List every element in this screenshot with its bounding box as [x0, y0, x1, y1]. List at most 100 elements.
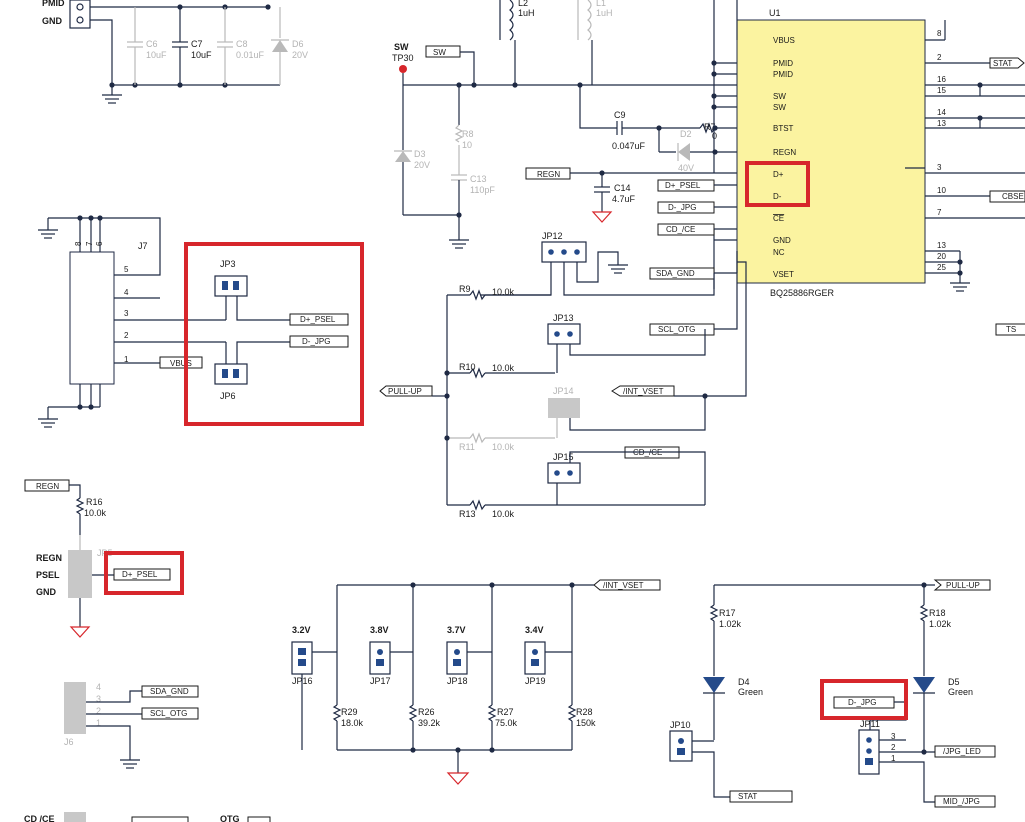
- bottom-edge: CD /CE OTG: [24, 812, 271, 822]
- jp13-label: JP13: [553, 313, 574, 323]
- jp3-label: JP3: [220, 259, 236, 269]
- r29-value: 18.0k: [341, 718, 364, 728]
- jp17-label: JP17: [370, 676, 391, 686]
- l2-ref: L2: [518, 0, 528, 8]
- pull-up-net-led: PULL-UP: [946, 581, 980, 590]
- j6-ref: J6: [64, 737, 74, 747]
- psel-regn-label: REGN: [36, 553, 62, 563]
- c8-value: 0.01uF: [236, 50, 265, 60]
- pull-up-net-left: PULL-UP: [388, 387, 422, 396]
- r8-value: 10: [462, 140, 472, 150]
- highlight-dm-jpg-led: [820, 679, 908, 720]
- cd-ce-net-chip: CD_/CE: [666, 225, 695, 234]
- chip-pin-number-2: 16: [937, 75, 946, 84]
- r17-value: 1.02k: [719, 619, 742, 629]
- c9-ref: C9: [614, 110, 626, 120]
- jp13-jumper[interactable]: [547, 323, 581, 345]
- chip-pin-number-4: 14: [937, 108, 946, 117]
- chip-u1: U1 BQ25886RGER VBUSPMIDPMIDSWSWBTSTREGND…: [711, 0, 1025, 336]
- tp30-label: TP30: [392, 53, 414, 63]
- psel-block: REGN R16 10.0k REGN PSEL GND JP5 D+_PSEL: [24, 479, 171, 638]
- l2-value: 1uH: [518, 8, 535, 18]
- jp16-jumper[interactable]: [291, 641, 313, 675]
- r18-ref: R18: [929, 608, 946, 618]
- c8-ref: C8: [236, 39, 248, 49]
- d3-value: 20V: [414, 160, 430, 170]
- jp17-jumper[interactable]: [369, 641, 391, 675]
- bottom-otg-label: OTG: [220, 814, 240, 822]
- pullup-matrix: R9 10.0k R10 10.0k R11 10.0k R13 10.0k P…: [379, 284, 706, 519]
- j7-pin-6: 6: [95, 241, 104, 246]
- highlight-jp3-jp6: [184, 242, 364, 426]
- vset-label-4: 3.4V: [525, 625, 544, 635]
- regn-net-label: REGN: [537, 170, 560, 179]
- jp11-label: JP11: [860, 719, 880, 729]
- jp10-label: JP10: [670, 720, 691, 730]
- dm-jpg-net-jp6: D-_JPG: [302, 337, 330, 346]
- r29-ref: R29: [341, 707, 358, 717]
- j7-pin-7: 7: [85, 241, 94, 246]
- chip-pin-number-8: 7: [937, 208, 942, 217]
- input-caps: C6 10uF C7 10uF C8 0.01uF D6 20V: [102, 4, 308, 104]
- r8-ref: R8: [462, 129, 474, 139]
- chip-pin-label-0: VBUS: [773, 36, 795, 45]
- j6-body: [64, 682, 86, 734]
- stat-net-led: STAT: [738, 792, 757, 801]
- jp3-jumper[interactable]: [214, 275, 248, 297]
- sw-node: SW TP30 SW D3 20V R8 10 C13 110pF: [392, 42, 737, 249]
- j7-pin-1: 1: [124, 355, 129, 364]
- r10-ref: R10: [459, 362, 476, 372]
- jpg-led-net: /JPG_LED: [943, 747, 981, 756]
- chip-pin-label-2: PMID: [773, 70, 793, 79]
- chip-pin-label-7: D+: [773, 170, 784, 179]
- dp-psel-net-chip: D+_PSEL: [665, 181, 701, 190]
- jp14-label: JP14: [553, 386, 574, 396]
- bottom-cd-ce-label: CD /CE: [24, 814, 55, 822]
- jp15-label: JP15: [553, 452, 574, 462]
- chip-pin-number-1: 2: [937, 53, 942, 62]
- stat-net-right: STAT: [993, 59, 1012, 68]
- jp18-jumper[interactable]: [446, 641, 468, 675]
- c6-value: 10uF: [146, 50, 167, 60]
- sw-testpoint-label: SW: [394, 42, 409, 52]
- sw-net-label: SW: [433, 48, 446, 57]
- r28-ref: R28: [576, 707, 593, 717]
- d4-value: Green: [738, 687, 763, 697]
- inductor-l1: L1 1uH: [577, 0, 613, 85]
- j6-pin-1: 1: [96, 718, 101, 728]
- vset-label-3: 3.7V: [447, 625, 466, 635]
- chip-pin-number-5: 13: [937, 119, 946, 128]
- int-vset-net-ladder: /INT_VSET: [603, 581, 644, 590]
- j7-connector: J7 8 7 6 5 4 3 2 1 VBUS: [38, 215, 226, 428]
- led-section: PULL-UP R17 1.02k D4 Green R18 1.02k D5 …: [669, 579, 996, 808]
- highlight-dp-dm-pins: [745, 161, 810, 207]
- jp10-jumper[interactable]: [669, 730, 693, 762]
- j7-pin-8: 8: [74, 241, 83, 246]
- jp11-pin-1: 1: [891, 754, 896, 763]
- j7-pin-2: 2: [124, 331, 129, 340]
- j6-connector: J6 4 3 2 1 SDA_GND SCL_OTG: [64, 682, 199, 769]
- chip-pin-number-0: 8: [937, 29, 942, 38]
- jp14-jumper[interactable]: [548, 398, 580, 418]
- d2-value: 40V: [678, 163, 694, 173]
- j6-pin-3: 3: [96, 694, 101, 704]
- j7-pin-4: 4: [124, 288, 129, 297]
- r9-ref: R9: [459, 284, 471, 294]
- chip-pin-label-11: NC: [773, 248, 785, 257]
- regn-net-psel: REGN: [36, 482, 59, 491]
- d5-value: Green: [948, 687, 973, 697]
- jp6-jumper[interactable]: [214, 363, 248, 385]
- jp12-group[interactable]: JP12: [480, 231, 715, 296]
- r16-ref: R16: [86, 497, 103, 507]
- chip-ref: U1: [769, 8, 781, 18]
- pmid-label: PMID: [42, 0, 65, 8]
- chip-pin-number-11: 25: [937, 263, 946, 272]
- c9-value: 0.047uF: [612, 141, 646, 151]
- vset-label-1: 3.2V: [292, 625, 311, 635]
- jp15-jumper[interactable]: [547, 462, 581, 484]
- jp18-label: JP18: [447, 676, 468, 686]
- jp5-jumper[interactable]: [68, 550, 92, 598]
- jp19-jumper[interactable]: [524, 641, 546, 675]
- j7-pin-5: 5: [124, 265, 129, 274]
